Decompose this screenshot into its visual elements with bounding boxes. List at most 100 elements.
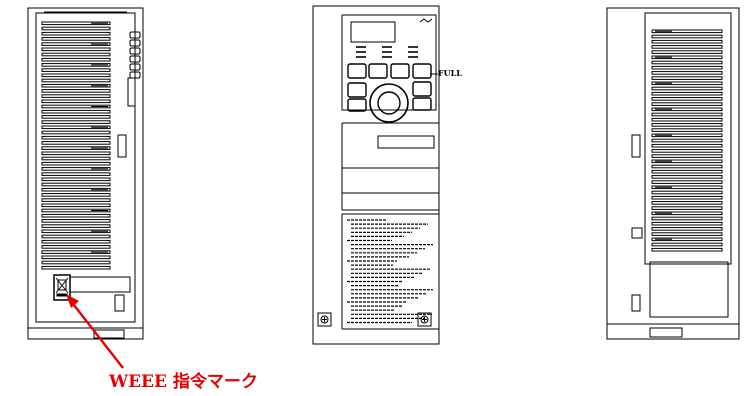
- vent-slot: [41, 115, 111, 119]
- left-latch: [114, 294, 125, 312]
- left-side-slot: [117, 134, 127, 158]
- operation-panel: [341, 14, 437, 111]
- vent-slot: [41, 21, 111, 26]
- vent-slot: [651, 138, 723, 143]
- panel-side-label: FULL: [438, 68, 462, 78]
- side-stud: [129, 63, 141, 71]
- vent-slot: [41, 120, 111, 124]
- vent-slot: [41, 37, 111, 41]
- vent-slot: [651, 175, 723, 179]
- vent-slot: [41, 255, 111, 260]
- vent-slot: [651, 206, 723, 210]
- left-heatsink-fins: [93, 329, 125, 339]
- weee-callout-label: WEEE 指令マーク: [108, 371, 258, 392]
- vent-slot: [41, 63, 111, 67]
- vent-slot: [651, 154, 723, 158]
- vent-slot: [651, 45, 723, 49]
- vent-slot: [651, 50, 723, 54]
- vent-slot: [41, 156, 111, 161]
- vent-slot: [651, 149, 723, 153]
- vent-slot: [651, 123, 723, 127]
- vent-slot: [41, 26, 111, 31]
- vent-slot: [41, 130, 111, 135]
- vent-slot: [41, 146, 111, 150]
- lcd-display: [350, 21, 396, 43]
- vent-slot: [41, 94, 111, 98]
- left-side-studs: [129, 31, 141, 79]
- vent-slot: [651, 185, 723, 190]
- right-outer-case: [606, 7, 740, 325]
- side-stud: [129, 31, 141, 39]
- side-stud: [129, 55, 141, 63]
- vent-slot: [651, 227, 723, 231]
- vent-slot: [41, 193, 111, 197]
- vent-slot: [651, 169, 723, 174]
- vent-slot: [651, 133, 723, 138]
- vent-slot: [41, 198, 111, 202]
- vent-slot: [651, 55, 723, 60]
- vent-slot: [41, 208, 111, 213]
- vent-slot: [41, 265, 111, 270]
- vent-slot: [41, 125, 111, 130]
- vent-slot: [651, 107, 723, 112]
- vent-slot: [651, 164, 723, 169]
- left-side-view: [27, 7, 144, 340]
- vent-slot: [41, 245, 111, 249]
- dial-icon: [369, 83, 409, 123]
- right-side-view: [606, 7, 740, 340]
- right-inner-frame: [644, 12, 732, 265]
- vent-slot: [41, 89, 111, 93]
- vent-slot: [651, 128, 723, 132]
- vent-slot: [41, 31, 111, 36]
- vent-slot: [651, 232, 723, 236]
- vent-slot: [651, 76, 723, 80]
- vent-slot: [41, 42, 111, 46]
- warning-label-area: [341, 213, 440, 330]
- vent-slot: [651, 65, 723, 70]
- vent-slot: [651, 112, 723, 117]
- vent-slot: [41, 52, 111, 57]
- side-stud: [129, 47, 141, 55]
- vent-slot: [41, 203, 111, 208]
- vent-slot: [41, 99, 111, 104]
- vent-slot: [41, 57, 111, 62]
- vent-slot: [41, 260, 111, 265]
- vent-slot: [651, 91, 723, 96]
- vent-slot: [651, 34, 723, 39]
- vent-slot: [41, 234, 111, 239]
- vent-slot: [651, 216, 723, 221]
- vent-slot: [41, 109, 111, 114]
- weee-icon: [55, 277, 69, 297]
- right-lower-panel: [649, 261, 729, 318]
- side-stud: [129, 39, 141, 47]
- vent-slot: [651, 86, 723, 91]
- panel-buttons: [347, 63, 432, 112]
- right-latch: [631, 294, 641, 312]
- vent-slot: [41, 47, 111, 52]
- left-inner-frame: [35, 12, 136, 323]
- vent-slot: [41, 239, 111, 244]
- vent-slot: [651, 237, 723, 242]
- vent-slot: [41, 73, 111, 78]
- vent-slot: [41, 187, 111, 192]
- screw-icon: [317, 312, 332, 327]
- right-base: [606, 323, 740, 340]
- vent-slot: [651, 180, 723, 184]
- vent-slot: [41, 68, 111, 72]
- vent-slot: [651, 190, 723, 195]
- vent-slot: [651, 81, 723, 86]
- vent-slot: [41, 141, 111, 145]
- left-nameplate: [69, 276, 131, 293]
- vent-slot: [651, 201, 723, 205]
- warning-label-text: [347, 219, 433, 324]
- vent-slot: [651, 247, 723, 252]
- vent-slot: [41, 182, 111, 187]
- left-vent-grille: [41, 21, 111, 270]
- vent-slot: [651, 97, 723, 101]
- vent-slot: [41, 224, 111, 228]
- left-connector: [127, 77, 136, 107]
- vent-slot: [41, 167, 111, 171]
- vent-slot: [41, 83, 111, 88]
- front-view: [312, 5, 440, 345]
